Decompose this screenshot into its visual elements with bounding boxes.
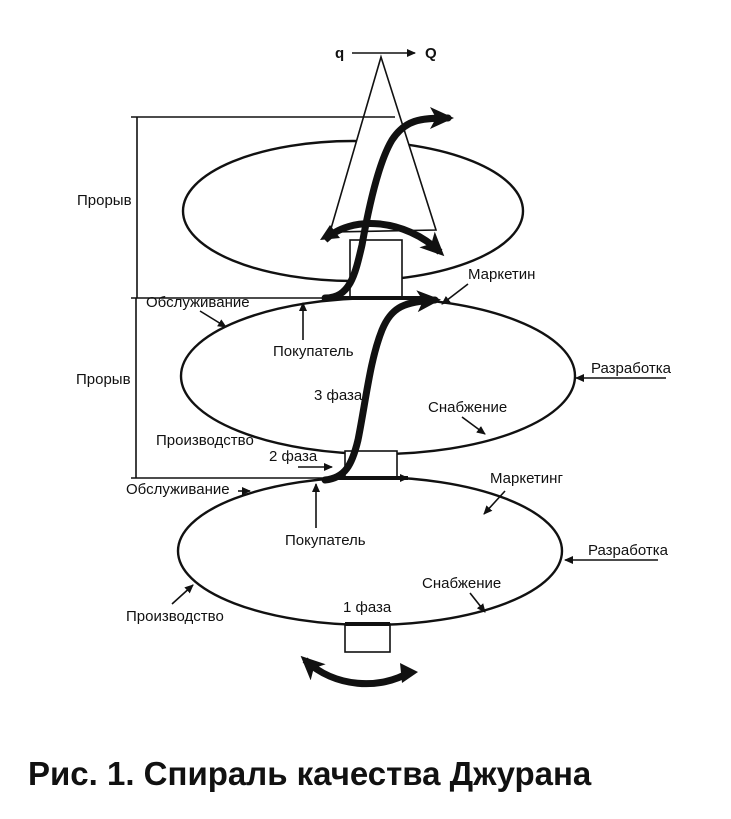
step-blocks bbox=[344, 239, 403, 653]
middle-production-label: Производство bbox=[156, 432, 254, 449]
middle-supply-label: Снабжение bbox=[428, 399, 507, 416]
bottom-phase-label: 1 фаза bbox=[343, 599, 392, 616]
label-Q: Q bbox=[425, 45, 437, 62]
quality-cone-triangle bbox=[328, 54, 438, 233]
middle-customer-label: Покупатель bbox=[273, 343, 354, 360]
rotation-arrows bbox=[300, 220, 445, 688]
label-q: q bbox=[335, 45, 344, 62]
middle-breakthrough-label: Прорыв bbox=[76, 371, 131, 388]
middle-service-label: Обслуживание bbox=[146, 294, 250, 311]
bottom-marketing-label: Маркетинг bbox=[490, 470, 563, 487]
middle-level-ellipse bbox=[179, 296, 577, 456]
phase2-label: 2 фаза bbox=[269, 448, 318, 465]
top-breakthrough-label: Прорыв bbox=[77, 192, 132, 209]
quality-spiral-curve bbox=[321, 107, 454, 484]
bottom-development-label: Разработка bbox=[588, 542, 669, 559]
middle-development-label: Разработка bbox=[591, 360, 672, 377]
middle-marketing-label: Маркетин bbox=[468, 266, 535, 283]
bottom-service-label: Обслуживание bbox=[126, 481, 230, 498]
bottom-customer-label: Покупатель bbox=[285, 532, 366, 549]
middle-phase-label: 3 фаза bbox=[314, 387, 363, 404]
bottom-supply-label: Снабжение bbox=[422, 575, 501, 592]
figure-caption: Рис. 1. Спираль качества Джурана bbox=[28, 755, 592, 792]
bottom-production-label: Производство bbox=[126, 608, 224, 625]
